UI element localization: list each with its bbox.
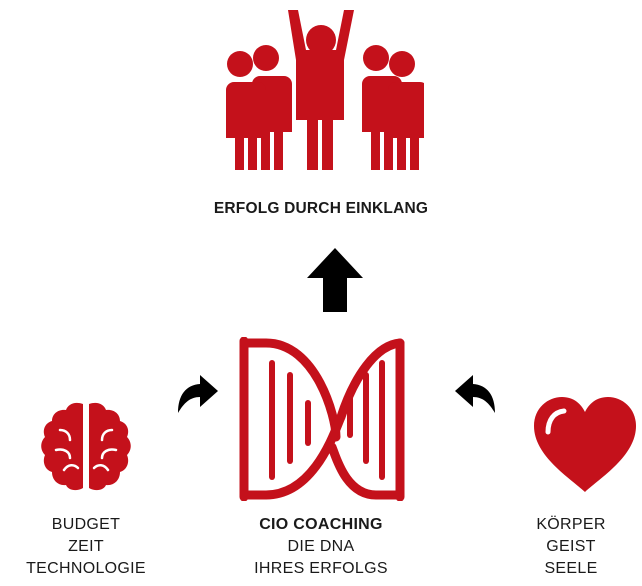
heart-icon <box>530 394 640 494</box>
arrow-up-icon <box>307 248 363 312</box>
center-caption-line-1: DIE DNA <box>287 538 355 555</box>
right-caption: KÖRPER GEIST SEELE <box>500 514 642 580</box>
left-caption-line-1: BUDGET <box>51 516 121 533</box>
center-caption-title: CIO COACHING <box>259 516 383 533</box>
people-group-icon <box>218 10 424 170</box>
right-caption-line-1: KÖRPER <box>536 516 606 533</box>
right-caption-line-3: SEELE <box>544 560 598 577</box>
dna-helix-icon <box>236 337 408 501</box>
brain-icon <box>40 400 132 492</box>
left-caption-line-2: ZEIT <box>68 538 104 555</box>
curved-arrow-right-icon <box>176 373 218 413</box>
left-caption-line-3: TECHNOLOGIE <box>26 560 146 577</box>
top-title: ERFOLG DURCH EINKLANG <box>213 200 429 217</box>
center-caption: CIO COACHING DIE DNA IHRES ERFOLGS <box>221 514 421 580</box>
right-caption-line-2: GEIST <box>546 538 596 555</box>
center-caption-line-2: IHRES ERFOLGS <box>254 560 388 577</box>
left-caption: BUDGET ZEIT TECHNOLOGIE <box>0 514 172 580</box>
curved-arrow-left-icon <box>455 373 497 413</box>
